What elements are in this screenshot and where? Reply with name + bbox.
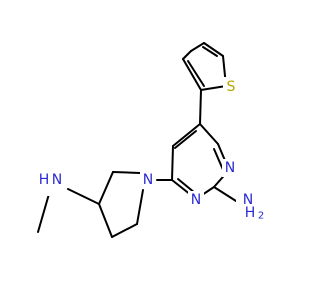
pyrrolidine-ring	[98, 171, 144, 238]
bond-pyr-c6-link	[199, 123, 219, 145]
bond-thiophene-c1-c5	[182, 50, 192, 60]
bond-pyr-c6-c5-double	[174, 130, 197, 149]
amine-hydrogen-subscript: 2	[258, 211, 264, 222]
bond-pyrrolidine-c5-n	[136, 189, 144, 225]
bond-pyrrolidine-n-c2	[112, 171, 141, 174]
amine-hydrogen-label: H	[245, 205, 256, 221]
nitrogen-ring-1-label: N	[225, 160, 235, 176]
bond-pyr-c4-n3-double	[177, 178, 196, 194]
bond-pyr-c5-c4	[171, 145, 174, 181]
bond-thiophene-c5-c3	[190, 42, 205, 52]
bond-pyrrolidine-c4-c5	[111, 223, 138, 238]
bond-pyrrolidine-c2-c3	[98, 171, 114, 205]
bond-pyrrolidine-c3-c4	[98, 203, 113, 238]
bond-thiophene-c4-c5-double	[202, 46, 218, 57]
n3-label-bg	[188, 191, 204, 209]
sulfur-label: S	[227, 79, 236, 95]
sulfur-label-bg	[223, 77, 238, 95]
bond-c3-nh	[67, 188, 100, 205]
bond-thiophene-c1-c2-double	[187, 60, 205, 87]
bond-pyr-c2-nh2	[213, 186, 237, 202]
bond-pyr-c6-c5	[172, 123, 201, 147]
structure-svg: S N N N N H N H 2	[35, 42, 270, 238]
thiophene-ring	[182, 42, 227, 91]
amine-nitrogen-label: N	[243, 192, 253, 208]
bond-thiophene-c2-s	[200, 85, 227, 91]
bond-thiophene-c1-c2	[182, 58, 202, 91]
n1-label-bg	[222, 159, 238, 177]
bond-thiophene-pyrimidine	[199, 89, 202, 125]
molecule-diagram: S N N N N H N H 2	[35, 42, 270, 238]
bond-thiophene-c4-c5	[203, 42, 224, 57]
methylamine-nitrogen-label: N	[52, 172, 62, 188]
nh2-label-bg	[236, 185, 270, 219]
methylamine-hydrogen-label: H	[39, 172, 50, 188]
pyrrolidine-nitrogen-label: N	[143, 172, 153, 188]
nitrogen-ring-3-label: N	[191, 192, 201, 208]
pyrrolidine-n-label-bg	[140, 171, 156, 189]
nh-label-bg	[35, 171, 65, 196]
